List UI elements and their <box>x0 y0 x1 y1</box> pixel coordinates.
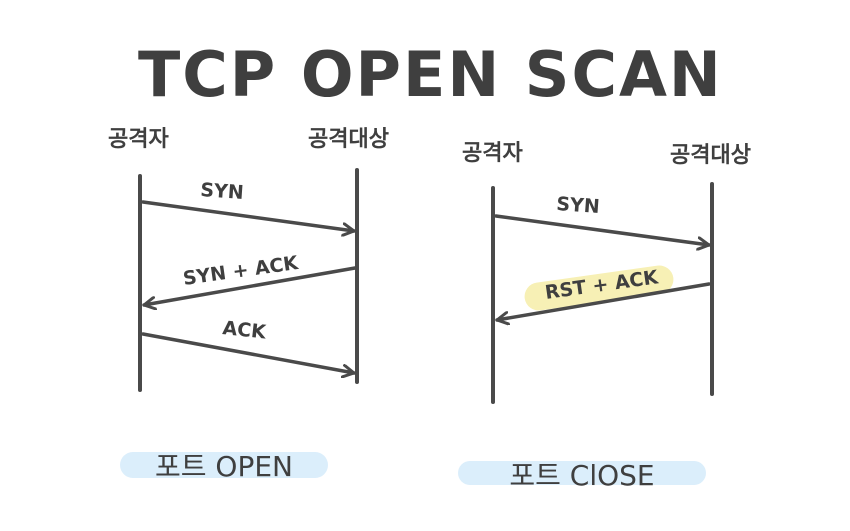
port-open-badge <box>120 452 328 478</box>
message-ack-arrow <box>141 332 356 373</box>
target-label: 공격대상 <box>670 143 751 168</box>
rst-ack-highlight <box>524 265 674 311</box>
message-syn-ack-label: SYN + ACK <box>182 252 301 290</box>
message-syn-arrow <box>494 214 711 245</box>
port-close-badge <box>458 461 706 485</box>
message-syn-ack-arrow <box>142 266 357 305</box>
message-syn-arrow <box>141 200 356 231</box>
message-rst-ack-arrow <box>495 282 711 320</box>
panel-open: 공격자 공격대상 SYN SYN + ACK ACK 포트 OPEN <box>108 127 389 483</box>
target-label: 공격대상 <box>308 127 389 152</box>
port-close-label: 포트 ClOSE <box>509 459 654 492</box>
diagram-title: TCP OPEN SCAN <box>138 38 723 111</box>
port-open-label: 포트 OPEN <box>155 450 293 483</box>
attacker-label: 공격자 <box>108 127 169 152</box>
panel-close: 공격자 공격대상 SYN RST + ACK 포트 ClOSE <box>458 141 751 492</box>
message-syn-label: SYN <box>556 193 601 218</box>
attacker-label: 공격자 <box>462 141 523 166</box>
message-ack-label: ACK <box>221 317 268 344</box>
message-syn-label: SYN <box>200 179 245 204</box>
